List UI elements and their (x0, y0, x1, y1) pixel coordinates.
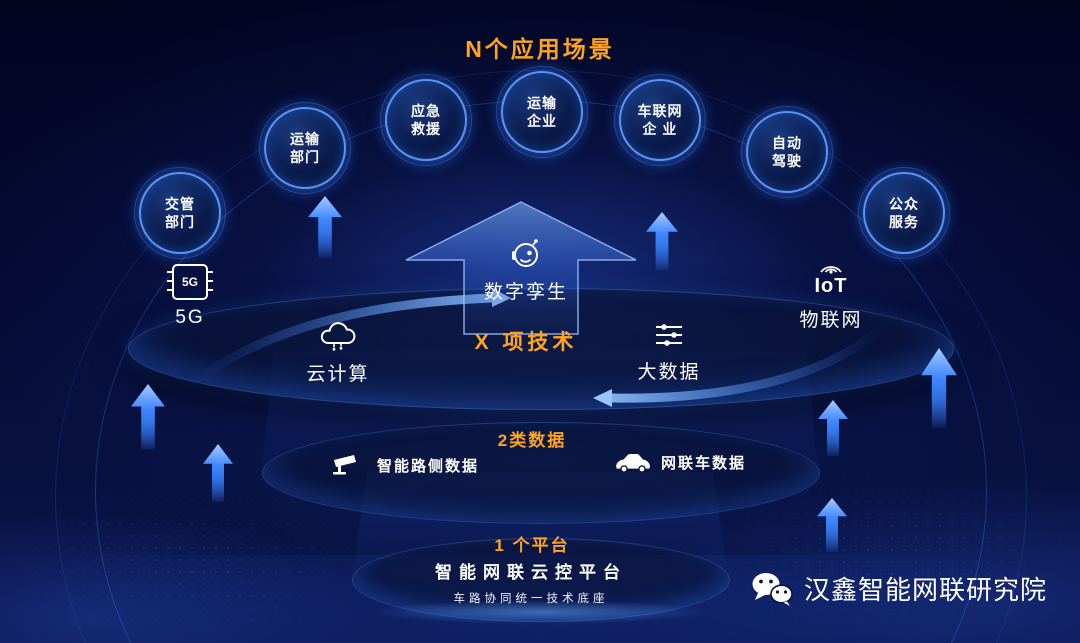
scenario-label-line: 自动 (772, 134, 802, 151)
scenario-label-line: 交管 (165, 195, 195, 212)
platform-subtitle: 车路协同统一技术底座 (453, 593, 609, 605)
tech-item-big-data: 大数据 (624, 320, 714, 384)
data-label-roadside: 智能路侧数据 (377, 457, 480, 475)
tech-label-big-data: 大数据 (637, 362, 701, 383)
platform-name: 智能网联云控平台 (435, 563, 627, 582)
tech-label-5g: 5G (175, 307, 205, 328)
scenario-node-traffic-management: 交管 部门 (134, 167, 226, 259)
data-layer-ellipse (262, 422, 820, 524)
roadside-camera-icon (333, 455, 356, 475)
cloud-icon (320, 322, 356, 351)
scenario-node-iov-enterprise: 车联网 企 业 (614, 74, 706, 166)
scenario-label-line: 企业 (527, 113, 557, 129)
scenario-label-line: 应急 (411, 102, 441, 119)
big-up-arrow (405, 201, 637, 335)
scenario-label-line: 车联网 (637, 102, 683, 119)
data-layer-heading: 2类数据 (497, 431, 567, 450)
scenario-node-public-service: 公众 服务 (858, 167, 950, 259)
brand-footer: 汉鑫智能网联研究院 (750, 570, 1047, 607)
chip-5g-text: 5G (181, 275, 198, 289)
scenario-label-line: 公众 (889, 195, 919, 212)
scenario-label-line: 驾驶 (772, 153, 802, 169)
tech-item-digital-twin: 数字孪生 (481, 236, 571, 304)
tech-item-cloud: 云计算 (293, 320, 383, 386)
scenario-label-line: 企 业 (642, 121, 678, 137)
tech-item-5g: 5G 5G (158, 264, 222, 329)
scenario-node-transport-dept: 运输 部门 (259, 102, 351, 194)
scenario-node-transport-enterprise: 运输 企业 (496, 66, 588, 158)
iot-icon-text: IoT (814, 275, 848, 297)
connected-car-icon (616, 454, 650, 473)
tech-item-iot: IoT 物联网 (786, 260, 876, 332)
page-title: N个应用场景 (465, 36, 615, 62)
big-data-icon (656, 324, 682, 346)
scenario-node-emergency-rescue: 应急 救援 (380, 74, 472, 166)
scenario-label-line: 服务 (889, 214, 919, 230)
platform-layer-heading: 1 个平台 (494, 536, 570, 555)
scenario-node-autonomous-driving: 自动 驾驶 (741, 106, 833, 198)
data-item-vehicle: 网联车数据 (612, 450, 746, 474)
data-label-vehicle: 网联车数据 (661, 454, 747, 472)
wechat-icon (752, 572, 793, 606)
iot-waves-icon (820, 266, 842, 274)
tech-label-digital-twin: 数字孪生 (483, 282, 568, 303)
scenario-label-line: 运输 (290, 130, 320, 147)
brand-name: 汉鑫智能网联研究院 (804, 575, 1048, 605)
platform-base-glow (370, 600, 710, 624)
tech-label-iot: 物联网 (799, 310, 863, 331)
robot-head-icon (512, 239, 538, 267)
scenario-label-line: 部门 (290, 149, 320, 165)
scenario-label-line: 部门 (165, 214, 195, 230)
chip-5g-icon: 5G (167, 264, 213, 300)
data-item-roadside: 智能路侧数据 (330, 452, 479, 478)
tech-label-cloud: 云计算 (306, 364, 370, 385)
scenario-label-line: 救援 (411, 121, 441, 137)
iot-signal-icon: IoT (815, 260, 848, 298)
tech-layer-heading: X 项技术 (474, 331, 578, 354)
scenario-label-line: 运输 (527, 94, 557, 111)
